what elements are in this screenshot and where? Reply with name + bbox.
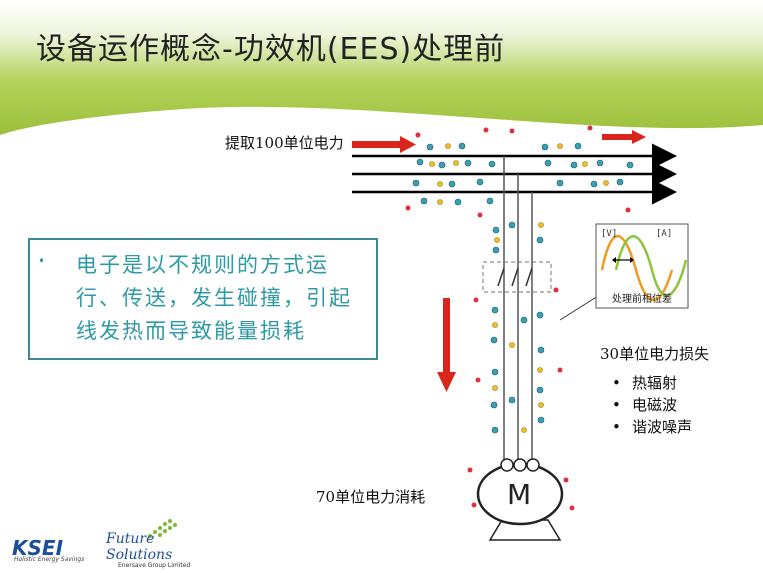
ksei-tagline: Holistic Energy Savings: [14, 556, 85, 563]
future-solutions-tagline: Enersave Group Limited: [118, 562, 191, 569]
motor-feed-lines: [503, 156, 533, 470]
phase-caption: 处理前相位差: [612, 292, 672, 305]
list-item: •谐波噪声: [612, 418, 693, 436]
power-loss-label: 30单位电力损失: [600, 345, 710, 363]
header-banner: [0, 0, 763, 135]
motor-label: M: [507, 478, 531, 511]
power-loss-list: •热辐射 •电磁波 •谐波噪声: [612, 372, 692, 438]
motor: M: [476, 458, 564, 541]
power-bus-lines: [352, 143, 677, 205]
list-item: •热辐射: [612, 374, 678, 392]
extract-power-label: 提取100单位电力: [225, 134, 344, 152]
phase-a-label: [A]: [656, 229, 672, 239]
flow-arrow-in: [352, 136, 416, 153]
future-solutions-line2: Solutions: [106, 547, 173, 563]
explanation-box: • 电子是以不规则的方式运行、传送，发生碰撞，引起线发热而导致能量损耗: [28, 238, 378, 360]
flow-arrow-out: [602, 130, 646, 144]
bullet: •: [38, 254, 46, 268]
phase-v-label: [V]: [601, 229, 617, 239]
electron-particles: [405, 125, 634, 511]
future-solutions-line1: Future: [106, 531, 155, 547]
ksei-logo: KSEI: [12, 536, 64, 560]
flow-arrow-down: [437, 298, 456, 392]
list-item: •电磁波: [612, 396, 678, 414]
page-title: 设备运作概念-功效机(EES)处理前: [36, 32, 506, 67]
phase-difference-chart: [V] [A] 处理前相位差: [559, 223, 689, 321]
power-consumed-label: 70单位电力消耗: [316, 488, 426, 506]
future-solutions-logo-mark: [148, 519, 177, 538]
explanation-text: 电子是以不规则的方式运行、传送，发生碰撞，引起线发热而导致能量损耗: [76, 253, 352, 343]
switch-box: [482, 261, 552, 293]
